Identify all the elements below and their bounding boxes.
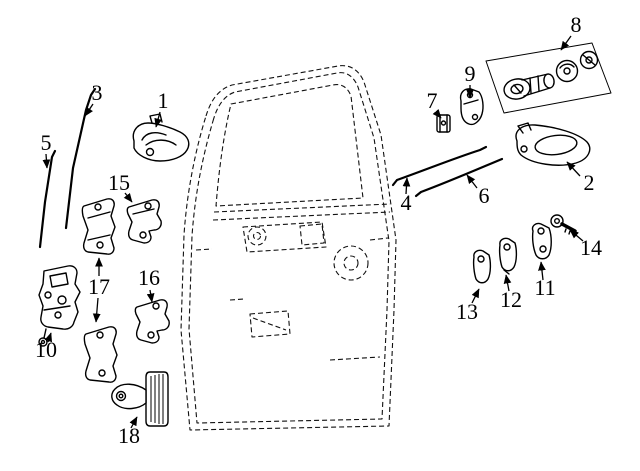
part-striker-plate-middle [498, 237, 518, 275]
part-lock-rod-lower [38, 149, 57, 249]
callout-10: 10 [35, 332, 57, 362]
part-label-7: 7 [427, 88, 438, 113]
callout-12: 12 [500, 274, 522, 312]
part-striker-plate-right [531, 222, 552, 260]
part-label-18: 18 [118, 423, 140, 448]
part-hinge-lower-right [134, 299, 170, 344]
callout-4: 4 [401, 177, 412, 215]
callout-8: 8 [560, 12, 582, 51]
part-door-check [111, 371, 169, 427]
part-label-1: 1 [158, 88, 169, 113]
part-label-8: 8 [571, 12, 582, 37]
part-label-15: 15 [108, 170, 130, 195]
callout-3: 3 [84, 80, 103, 117]
callout-7: 7 [427, 88, 442, 119]
callout-11: 11 [534, 261, 556, 300]
part-label-12: 12 [500, 287, 522, 312]
callout-5: 5 [41, 130, 52, 169]
part-hinge-upper-left [81, 198, 116, 255]
callout-6: 6 [466, 174, 490, 208]
part-label-10: 10 [35, 337, 57, 362]
part-label-3: 3 [92, 80, 103, 105]
part-label-11: 11 [534, 275, 555, 300]
door-outline [180, 65, 397, 431]
part-label-9: 9 [465, 61, 476, 86]
callout-1: 1 [154, 88, 169, 128]
callout-17: 17 [88, 257, 110, 323]
part-exterior-handle [515, 122, 591, 166]
callout-16: 16 [138, 265, 160, 303]
part-latch-rod-long [414, 157, 504, 198]
part-label-4: 4 [401, 190, 412, 215]
callout-2: 2 [566, 161, 595, 195]
part-hinge-lower-left [83, 326, 118, 383]
part-striker-plate-left [472, 249, 492, 284]
part-hinge-upper-right [126, 199, 162, 244]
part-latch-rod-short [391, 145, 488, 187]
callout-14: 14 [569, 229, 602, 260]
part-clip [436, 114, 451, 133]
callout-18: 18 [118, 416, 140, 448]
part-label-14: 14 [580, 235, 602, 260]
callout-13: 13 [456, 288, 480, 324]
part-label-6: 6 [479, 183, 490, 208]
part-label-2: 2 [584, 170, 595, 195]
part-bracket-upper [459, 88, 484, 126]
part-lock-cylinder-kit [485, 42, 612, 114]
part-door-latch [38, 265, 81, 347]
part-interior-handle [132, 113, 190, 162]
part-label-17: 17 [88, 274, 110, 299]
callout-15: 15 [108, 170, 133, 203]
callout-9: 9 [465, 61, 476, 99]
part-label-13: 13 [456, 299, 478, 324]
part-label-5: 5 [41, 130, 52, 155]
part-label-16: 16 [138, 265, 160, 290]
